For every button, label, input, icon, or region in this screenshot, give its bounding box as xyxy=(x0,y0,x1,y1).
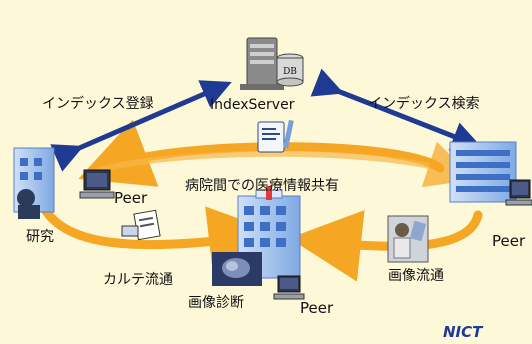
image-diagnosis-label: 画像診断 xyxy=(188,295,244,311)
research-label: 研究 xyxy=(26,229,54,245)
database-icon: DB xyxy=(276,53,304,87)
pc-left-icon xyxy=(79,169,115,199)
karte-document-icon xyxy=(121,209,161,241)
document-icon xyxy=(257,119,294,153)
ring-label: 病院間での医療情報共有 xyxy=(185,178,339,194)
db-label: DB xyxy=(283,67,297,77)
index-search-label: インデックス検索 xyxy=(368,96,480,112)
peer-label-left: Peer xyxy=(114,189,148,207)
peer-label-center: Peer xyxy=(300,299,334,317)
xray-image-icon xyxy=(212,252,262,286)
peer-label-right: Peer xyxy=(492,232,526,250)
pc-right-icon xyxy=(505,179,532,206)
hospital-right-icon xyxy=(449,141,517,203)
index-search-arrow xyxy=(310,68,482,151)
hospital-left-icon xyxy=(13,147,55,219)
nict-logo: NICT xyxy=(443,323,483,341)
karte-flow-label: カルテ流通 xyxy=(103,272,173,288)
pc-center-icon xyxy=(273,275,305,300)
image-flow-label: 画像流通 xyxy=(388,268,444,284)
image-flow-icon xyxy=(387,215,429,263)
index-register-label: インデックス登録 xyxy=(42,96,154,112)
index-register-arrow xyxy=(50,80,232,172)
index-server-label: IndexServer xyxy=(210,97,295,113)
ring-arc-left xyxy=(35,195,281,278)
